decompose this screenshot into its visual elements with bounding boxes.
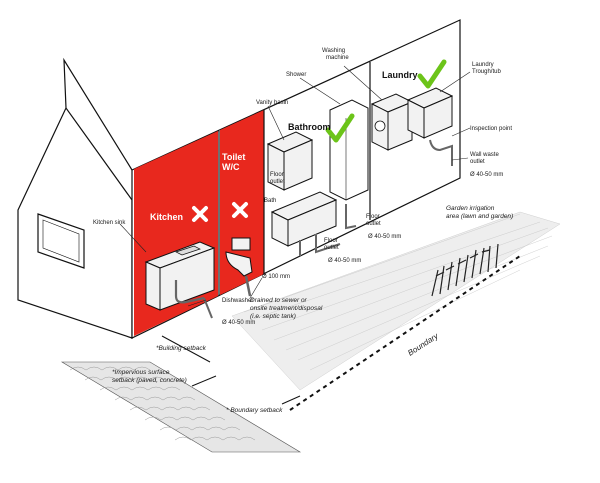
kitchen-wall [134,131,218,336]
shower-enclosure [329,99,369,201]
toilet-label-line2: W/C [222,162,240,172]
garden-plants [431,243,499,297]
boundary-line [289,255,521,411]
toilet-cistern [231,237,251,251]
impervious-setback-arrow [191,375,217,387]
kitchen-pipes [174,280,205,304]
wall-waste-line2: outlet [470,159,485,165]
toilet-label-line1: Toilet [222,152,245,162]
toilet-wall [220,110,264,295]
dishwasher-label: Dishwasher [222,298,253,304]
kitchen-window [37,213,85,269]
laundry-trough-line1: Laundry [472,62,494,68]
trough-side [423,95,453,139]
kitchen-cross-icon [192,206,208,222]
building-setback-label: *Building setback [156,345,207,352]
drained-label: Drained to sewer or onsite treatment/dis… [250,297,324,320]
laundry-trough-line2: Trough/tub [472,69,501,75]
toilet-bowl [225,251,253,277]
toilet-label: Toilet W/C [222,152,248,172]
floor-outlet-3-line2: outlet [324,245,339,251]
kitchen-sink-basin [175,245,201,256]
floor-outlet-label-3: Floor outlet [324,238,339,251]
impervious-surface [60,361,302,453]
toilet-cross-icon [232,202,248,218]
laundry-diameter-label: Ø 40-50 mm [470,172,503,178]
bathroom-diameter-label-1: Ø 40-50 mm [368,234,401,240]
kitchen-sink-label: Kitchen sink [93,220,126,226]
dishwasher-pipe [203,297,213,319]
washer-door [374,120,386,132]
floor-outlet-1-line1: Floor [270,172,284,178]
wall-waste-label: Wall waste outlet [470,152,500,165]
floor-outlet-3-line1: Floor [324,238,338,244]
boundary-setback-arrow [281,395,301,405]
washing-machine-line2: machine [326,55,349,61]
impervious-line2: setback (paved, concrete) [112,377,187,384]
washing-machine-label: Washing machine [322,48,349,61]
toilet-diameter-label: Ø 100 mm [262,274,290,280]
impervious-setback-label: *Impervious surface setback (paved, conc… [112,369,187,384]
inspection-point-label: Inspection point [470,126,512,132]
irrigation-area [231,211,561,391]
kitchen-diameter-label: Ø 40-50 mm [222,320,255,326]
floor-outlet-2-line2: outlet [366,221,381,227]
bathroom-diameter-label-2: Ø 40-50 mm [328,258,361,264]
lawn-texture [243,213,553,371]
shower-label: Shower [286,72,306,78]
drained-line1: Drained to sewer or [250,297,308,304]
bath-side [287,199,337,247]
kitchen-bench-side [159,247,215,311]
floor-outlet-1-line2: outlet [270,179,285,185]
roof-line [63,57,133,171]
vanity-side [283,139,313,191]
floor-outlet-label-1: Floor outlet [270,172,285,185]
kitchen-label: Kitchen [150,212,183,222]
drained-line3: (i.e. septic tank) [250,313,296,320]
kitchen-bench-front [145,261,161,311]
paving-pattern [69,366,256,441]
laundry-pipes [429,139,453,166]
garden-line2: area (lawn and garden) [446,213,513,220]
building-setback-arrow [161,335,211,363]
drained-line2: onsite treatment/disposal [250,305,323,312]
floor-outlet-label-2: Floor outlet [366,214,381,227]
bathroom-pipes [299,204,357,256]
vanity-basin-label: Vanity basin [256,100,288,106]
wall-waste-line1: Wall waste [470,152,499,158]
bathroom-label: Bathroom [288,122,331,132]
laundry-check-icon [417,59,447,89]
bathroom-check-icon [325,113,355,143]
kitchen-window-inner [42,219,80,263]
bath-label: Bath [264,198,276,204]
laundry-label: Laundry [382,70,418,80]
leader-lines [119,65,471,307]
boundary-label: Boundary [406,331,440,358]
toilet-pipe [244,275,252,297]
washing-machine-line1: Washing [322,48,345,54]
laundry-trough-label: Laundry Trough/tub [472,62,501,75]
garden-line1: Garden irrigation [446,205,495,212]
washer-side [387,101,413,151]
floor-outlet-2-line1: Floor [366,214,380,220]
impervious-line1: *Impervious surface [112,369,170,376]
boundary-setback-label: * Boundary setback [226,407,283,414]
garden-label: Garden irrigation area (lawn and garden) [446,205,513,220]
